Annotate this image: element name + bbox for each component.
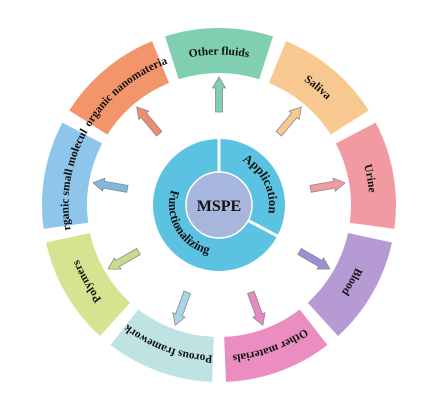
segment-blood xyxy=(307,233,392,337)
segment-urine xyxy=(335,122,397,229)
arrows xyxy=(92,76,346,327)
inner-ring-functionalizing-sector xyxy=(153,139,278,271)
segment-porous-framework xyxy=(110,309,214,382)
segment-label-text-urine: Urine xyxy=(361,163,378,193)
inner-ring xyxy=(153,138,285,271)
center-circle xyxy=(185,171,253,239)
segment-other-fluids xyxy=(165,28,273,80)
center-label: MSPE xyxy=(197,198,241,215)
inner-ring-application-sector xyxy=(219,139,285,236)
arrow-urine xyxy=(309,177,346,193)
arrow-other-materials xyxy=(247,290,266,327)
segment-organic-small-molecules xyxy=(42,122,103,229)
inner-ring-divider-right xyxy=(246,218,279,238)
segment-saliva xyxy=(268,41,369,135)
segment-label-text-other-fluids: Other fluids xyxy=(188,45,251,60)
segment-polymers xyxy=(46,233,131,337)
segment-inorganic-nanomaterials xyxy=(69,41,170,135)
arrow-inorganic-nanomaterials xyxy=(136,106,163,137)
segment-other-materials xyxy=(224,309,328,382)
arrow-organic-small-molecules xyxy=(92,177,129,193)
segment-label-other-fluids: Other fluids xyxy=(188,45,251,60)
segment-label-urine: Urine xyxy=(361,163,378,193)
arrow-porous-framework xyxy=(172,290,191,327)
arrow-saliva xyxy=(275,106,302,137)
arrow-other-fluids xyxy=(211,76,227,113)
arrow-polymers xyxy=(107,247,141,270)
arrow-blood xyxy=(297,247,331,270)
